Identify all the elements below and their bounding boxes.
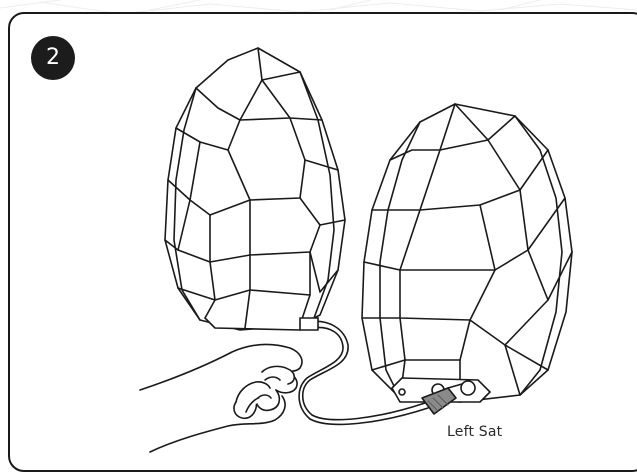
left-satellite-label: Left Sat	[447, 424, 502, 440]
right-speaker	[362, 104, 572, 402]
left-speaker	[165, 48, 345, 330]
hand	[140, 345, 302, 452]
